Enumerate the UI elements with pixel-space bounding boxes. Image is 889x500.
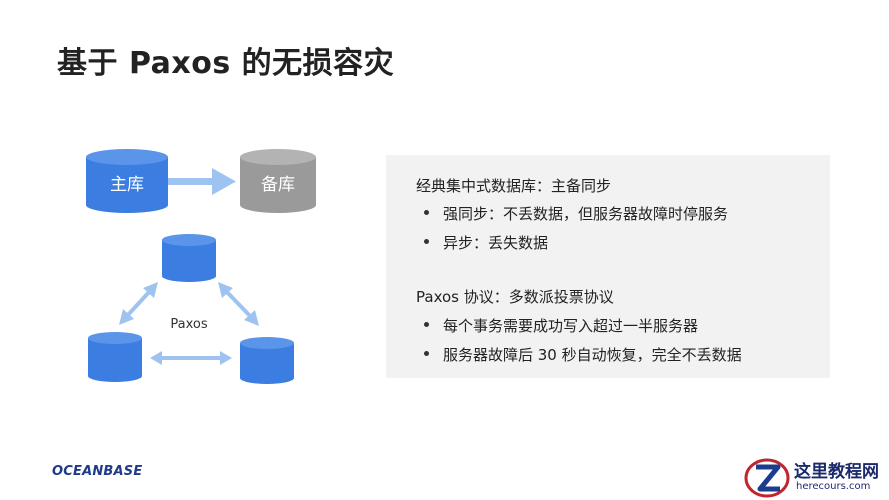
watermark-z-icon [744, 458, 790, 498]
watermark-url: herecours.com [796, 481, 871, 492]
watermark: 这里教程网 herecours.com [742, 455, 882, 500]
list-item-text: 每个事务需要成功写入超过一半服务器 [443, 317, 699, 335]
section2-heading: Paxos 协议：多数派投票协议 [416, 288, 614, 306]
double-arrow-left-right [150, 351, 232, 365]
paxos-node-right [240, 337, 294, 384]
comparison-panel: 经典集中式数据库：主备同步 强同步：不丢数据，但服务器故障时停服务 异步：丢失数… [386, 155, 830, 378]
bullet-dot-icon [424, 239, 429, 244]
bullet-dot-icon [424, 351, 429, 356]
list-item-text: 服务器故障后 30 秒自动恢复，完全不丢数据 [443, 346, 742, 364]
replication-arrow [168, 168, 236, 195]
page-title: 基于 Paxos 的无损容灾 [57, 46, 395, 81]
watermark-title: 这里教程网 [794, 462, 879, 482]
section1-heading: 经典集中式数据库：主备同步 [416, 177, 612, 195]
list-item: 异步：丢失数据 [424, 232, 548, 253]
backup-db-label: 备库 [261, 175, 295, 195]
double-arrow-top-right [218, 282, 259, 326]
list-item: 每个事务需要成功写入超过一半服务器 [424, 315, 698, 336]
double-arrow-top-left [119, 282, 158, 325]
oceanbase-logo: OCEANBASE [52, 464, 143, 479]
bullet-dot-icon [424, 322, 429, 327]
list-item-text: 强同步：不丢数据，但服务器故障时停服务 [443, 205, 729, 223]
paxos-node-left [88, 332, 142, 382]
backup-db-cylinder: 备库 [240, 149, 316, 213]
bullet-dot-icon [424, 210, 429, 215]
list-item: 服务器故障后 30 秒自动恢复，完全不丢数据 [424, 344, 742, 365]
paxos-label: Paxos [170, 317, 207, 332]
list-item: 强同步：不丢数据，但服务器故障时停服务 [424, 203, 728, 224]
paxos-node-top [162, 234, 216, 282]
list-item-text: 异步：丢失数据 [443, 234, 549, 252]
primary-db-label: 主库 [110, 175, 144, 195]
primary-db-cylinder: 主库 [86, 149, 168, 213]
